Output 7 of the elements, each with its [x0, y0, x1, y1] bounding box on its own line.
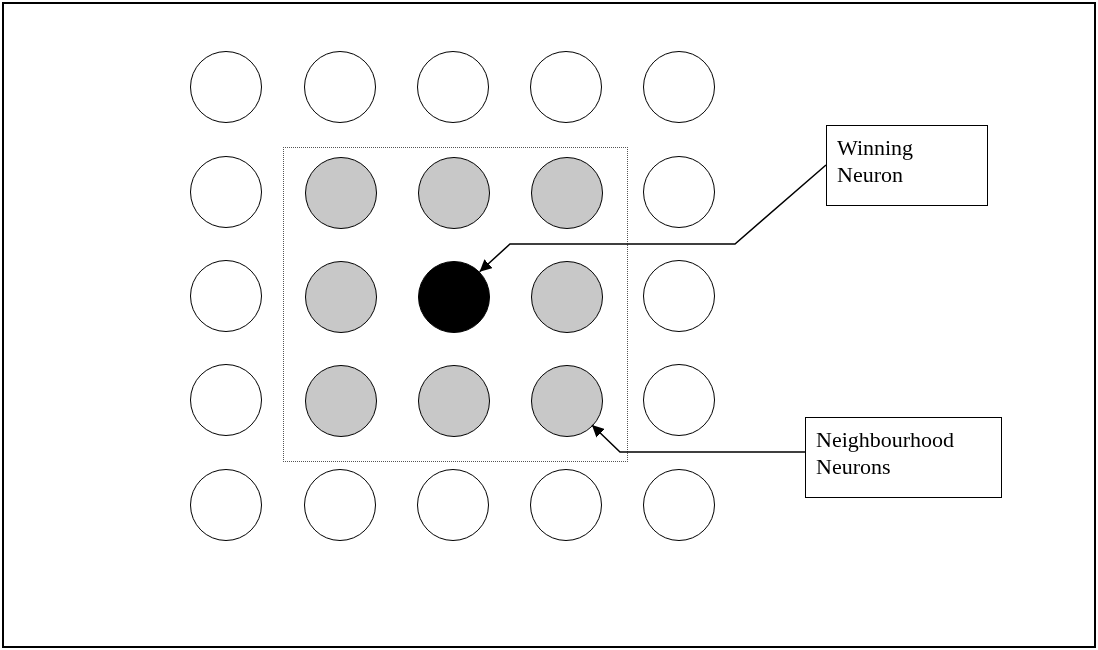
- arrow: [591, 424, 806, 453]
- callout-text: Neighbourhood Neurons: [816, 426, 956, 480]
- callout-text: Winning Neuron: [837, 134, 915, 188]
- callout-box: [826, 125, 988, 206]
- callout-box: [805, 417, 1002, 498]
- neighbourhood-boundary: [283, 147, 628, 462]
- arrow: [478, 164, 827, 273]
